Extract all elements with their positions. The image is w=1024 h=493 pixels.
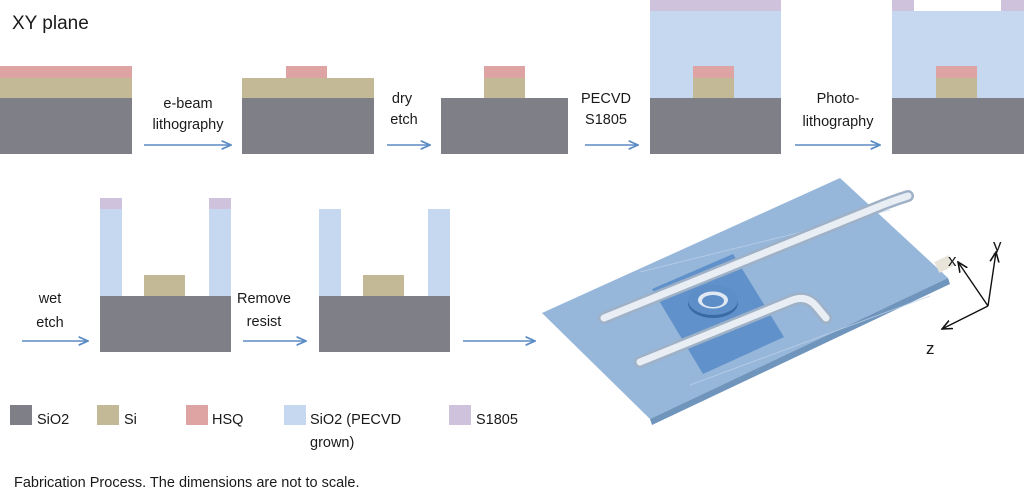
legend-item-s1805: S1805: [449, 405, 518, 428]
legend-label: S1805: [476, 412, 518, 428]
s1805-left: [892, 0, 914, 11]
waveguide-end-stub: [934, 255, 954, 273]
legend-label: HSQ: [212, 412, 243, 428]
legend: SiO2 Si HSQ SiO2 (PECVD grown) S1805: [10, 405, 518, 451]
step-label: dry: [392, 91, 413, 107]
si-layer: [0, 78, 132, 98]
step-pecvd: PECVD S1805: [581, 91, 638, 145]
step-wet-etch: wet etch: [22, 291, 88, 341]
coordinate-axes: x y z: [926, 236, 1002, 358]
sio2-substrate: [892, 98, 1024, 154]
cross-section-ebeam: [242, 66, 374, 154]
axis-x-line: [958, 262, 989, 307]
legend-item-si: Si: [97, 405, 137, 428]
legend-swatch: [449, 405, 471, 425]
legend-item-hsq: HSQ: [186, 405, 243, 428]
sio2-substrate: [0, 98, 132, 154]
step-label: etch: [390, 112, 417, 128]
sio2-substrate: [441, 98, 568, 154]
diagram-title: XY plane: [12, 13, 89, 34]
legend-swatch: [284, 405, 306, 425]
cross-section-wet-etch: [100, 198, 231, 352]
step-label: Remove: [237, 291, 291, 307]
step-dry-etch: dry etch: [387, 91, 430, 145]
axis-x-label: x: [948, 251, 957, 270]
legend-label: SiO2: [37, 412, 69, 428]
upper-waveguide: [598, 190, 914, 324]
cross-section-photolithography: [892, 0, 1024, 154]
s1805-left: [100, 198, 122, 209]
pecvd-pillar-left: [100, 209, 122, 296]
step-label: PECVD: [581, 91, 631, 107]
legend-item-sio2: SiO2: [10, 405, 69, 428]
pecvd-pillar-right: [209, 209, 231, 296]
legend-label: Si: [124, 412, 137, 428]
pecvd-pillar-right: [428, 209, 450, 296]
step-label: Photo-: [817, 91, 860, 107]
axis-z-label: z: [926, 339, 935, 358]
chip-edge: [650, 278, 950, 425]
legend-swatch: [186, 405, 208, 425]
ring-resonator: [688, 285, 738, 318]
s1805-right: [1001, 0, 1024, 11]
axis-y-line: [987, 252, 996, 307]
step-label: S1805: [585, 112, 627, 128]
s1805-layer: [650, 0, 781, 11]
cross-section-initial: [0, 66, 132, 154]
sio2-substrate: [242, 98, 374, 154]
cross-section-remove-resist: [319, 209, 450, 352]
step-label: lithography: [803, 114, 875, 130]
step-label: resist: [247, 314, 282, 330]
s1805-right: [209, 198, 231, 209]
sio2-substrate: [319, 296, 450, 352]
si-waveguide: [363, 275, 404, 296]
step-remove-resist: Remove resist: [237, 291, 306, 341]
legend-label: SiO2 (PECVD: [310, 412, 401, 428]
step-label: wet: [38, 291, 62, 307]
chip-highlight: [689, 295, 931, 386]
si-waveguide: [693, 78, 734, 98]
hsq-mask: [484, 66, 525, 78]
cross-section-pecvd: [650, 0, 781, 154]
step-photolithography: Photo- lithography: [795, 91, 880, 145]
cross-section-dry-etch: [441, 66, 568, 154]
sio2-substrate: [650, 98, 781, 154]
hsq-mask: [936, 66, 977, 78]
axis-y-label: y: [993, 236, 1002, 255]
hsq-layer: [0, 66, 132, 78]
si-waveguide: [144, 275, 185, 296]
sio2-substrate: [100, 296, 231, 352]
hsq-mask: [693, 66, 734, 78]
si-waveguide: [484, 78, 525, 98]
legend-item-pecvd: SiO2 (PECVD grown): [284, 405, 401, 451]
si-waveguide: [936, 78, 977, 98]
lower-waveguide: [634, 292, 832, 368]
figure-caption: Fabrication Process. The dimensions are …: [14, 475, 360, 491]
hsq-mask: [286, 66, 327, 78]
legend-swatch: [97, 405, 119, 425]
step-ebeam-lithography: e-beam lithography: [144, 96, 231, 145]
step-label: etch: [36, 315, 63, 331]
si-layer: [242, 78, 374, 98]
legend-label: grown): [310, 435, 354, 451]
device-3d-rendering: [542, 178, 954, 425]
legend-swatch: [10, 405, 32, 425]
step-label: e-beam: [163, 96, 212, 112]
step-label: lithography: [153, 117, 225, 133]
pecvd-pillar-left: [319, 209, 341, 296]
axis-z-line: [942, 305, 989, 329]
